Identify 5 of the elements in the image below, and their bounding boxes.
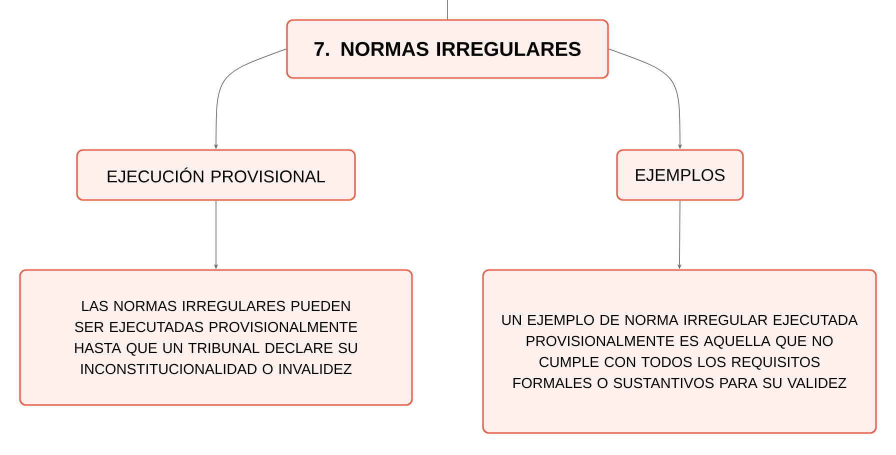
description-box: UN EJEMPLO DE NORMA IRREGULAR EJECUTADA PROVISIONALMENTE ES AQUELLA QUE NO CUMPLE CON TODOS LOS REQUISITOS FORMALES O SUSTANTIVOS PARA SU VALIDEZ (482, 269, 877, 434)
topic-box: EJECUCIÓN PROVISIONAL (76, 149, 356, 201)
description-box: LAS NORMAS IRREGULARES PUEDEN SER EJECUTADAS PROVISIONALMENTE HASTA QUE UN TRIBUNAL DECLARE SU INCONSTITUCIONALIDAD O INVALIDEZ (19, 269, 413, 406)
title-box: 7. NORMAS IRREGULARES (286, 19, 609, 79)
topic-box: EJEMPLOS (616, 149, 744, 201)
